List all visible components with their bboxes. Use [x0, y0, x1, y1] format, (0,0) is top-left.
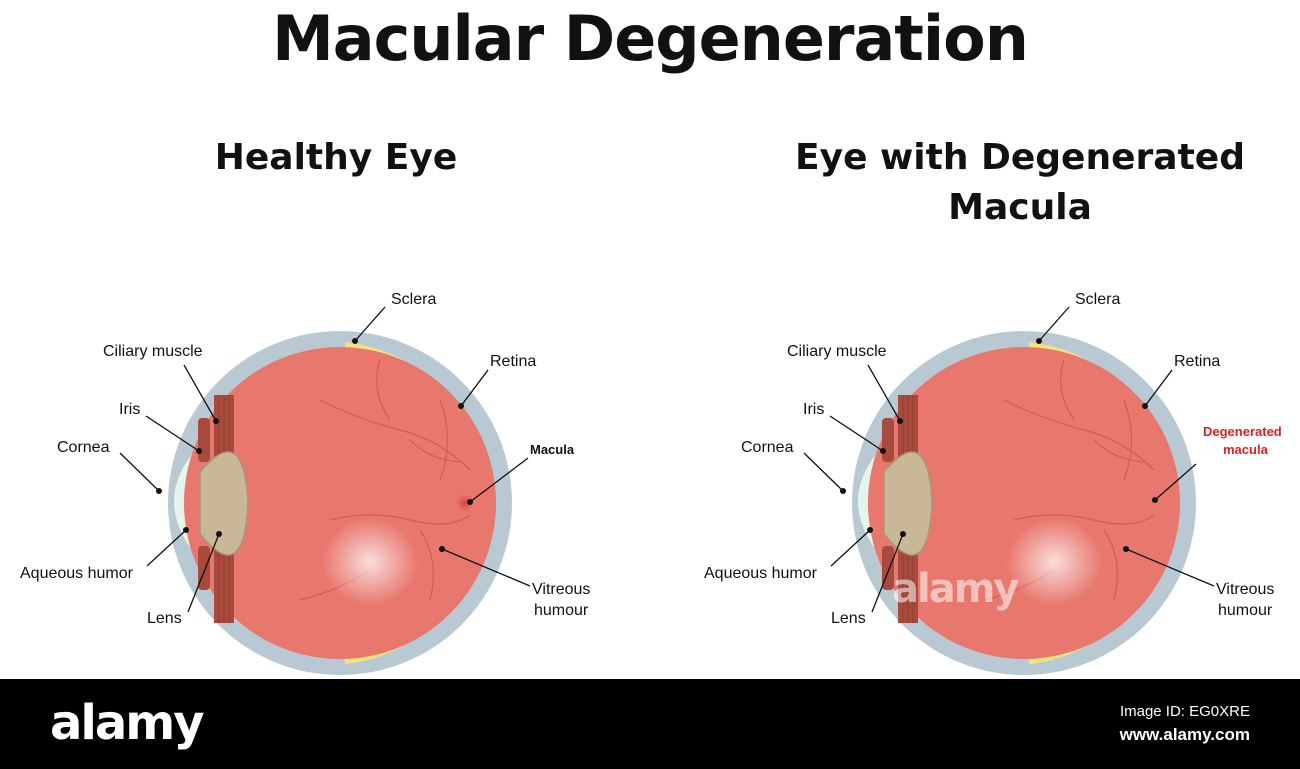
- brand-logo: alamy: [50, 695, 205, 751]
- blood-vessels: [299, 359, 471, 601]
- label-vitreous-1: Vitreous: [1216, 581, 1274, 598]
- label-aqueous-humor: Aqueous humor: [704, 565, 818, 582]
- label-degenerated-2: macula: [1223, 442, 1269, 457]
- degenerated-eye: Sclera Ciliary muscle Retina Iris Cornea…: [704, 291, 1282, 675]
- vitreous-body: [184, 347, 496, 659]
- macula-spot: [456, 494, 474, 512]
- label-ciliary-muscle: Ciliary muscle: [787, 343, 887, 360]
- label-cornea: Cornea: [57, 439, 110, 456]
- iris-upper: [882, 418, 894, 462]
- lens-shape: [199, 451, 249, 556]
- label-vitreous-1: Vitreous: [532, 581, 590, 598]
- degenerated-eye-title: Eye with Degenerated Macula: [795, 137, 1245, 228]
- label-vitreous-2: humour: [534, 602, 589, 619]
- lens-shape: [883, 451, 933, 556]
- label-cornea: Cornea: [741, 439, 794, 456]
- label-iris: Iris: [119, 401, 140, 418]
- page-title: Macular Degeneration: [272, 2, 1029, 75]
- label-aqueous-humor: Aqueous humor: [20, 565, 134, 582]
- vitreous-body: [868, 347, 1180, 659]
- healthy-eye: Sclera Ciliary muscle Retina Iris Cornea…: [20, 291, 590, 675]
- label-lens: Lens: [147, 610, 182, 627]
- label-sclera: Sclera: [391, 291, 436, 308]
- blood-vessels: [983, 359, 1155, 601]
- light-reflection: [1006, 518, 1102, 606]
- image-id: Image ID: EG0XRE: [1119, 703, 1250, 720]
- label-degenerated-1: Degenerated: [1203, 424, 1282, 439]
- label-retina: Retina: [1174, 353, 1220, 370]
- label-vitreous-2: humour: [1218, 602, 1273, 619]
- eye-diagram: Sclera Ciliary muscle Retina Iris Cornea…: [20, 291, 1282, 675]
- label-iris: Iris: [803, 401, 824, 418]
- watermark-center: alamy: [892, 566, 1019, 612]
- light-reflection: [322, 518, 418, 606]
- footer-bar: alamy Image ID: EG0XRE www.alamy.com: [0, 679, 1300, 769]
- label-retina: Retina: [490, 353, 536, 370]
- label-sclera: Sclera: [1075, 291, 1120, 308]
- label-lens: Lens: [831, 610, 866, 627]
- site-url: www.alamy.com: [1119, 725, 1250, 744]
- iris-upper: [198, 418, 210, 462]
- label-macula: Macula: [530, 442, 575, 457]
- label-ciliary-muscle: Ciliary muscle: [103, 343, 203, 360]
- healthy-eye-title: Healthy Eye: [214, 137, 458, 178]
